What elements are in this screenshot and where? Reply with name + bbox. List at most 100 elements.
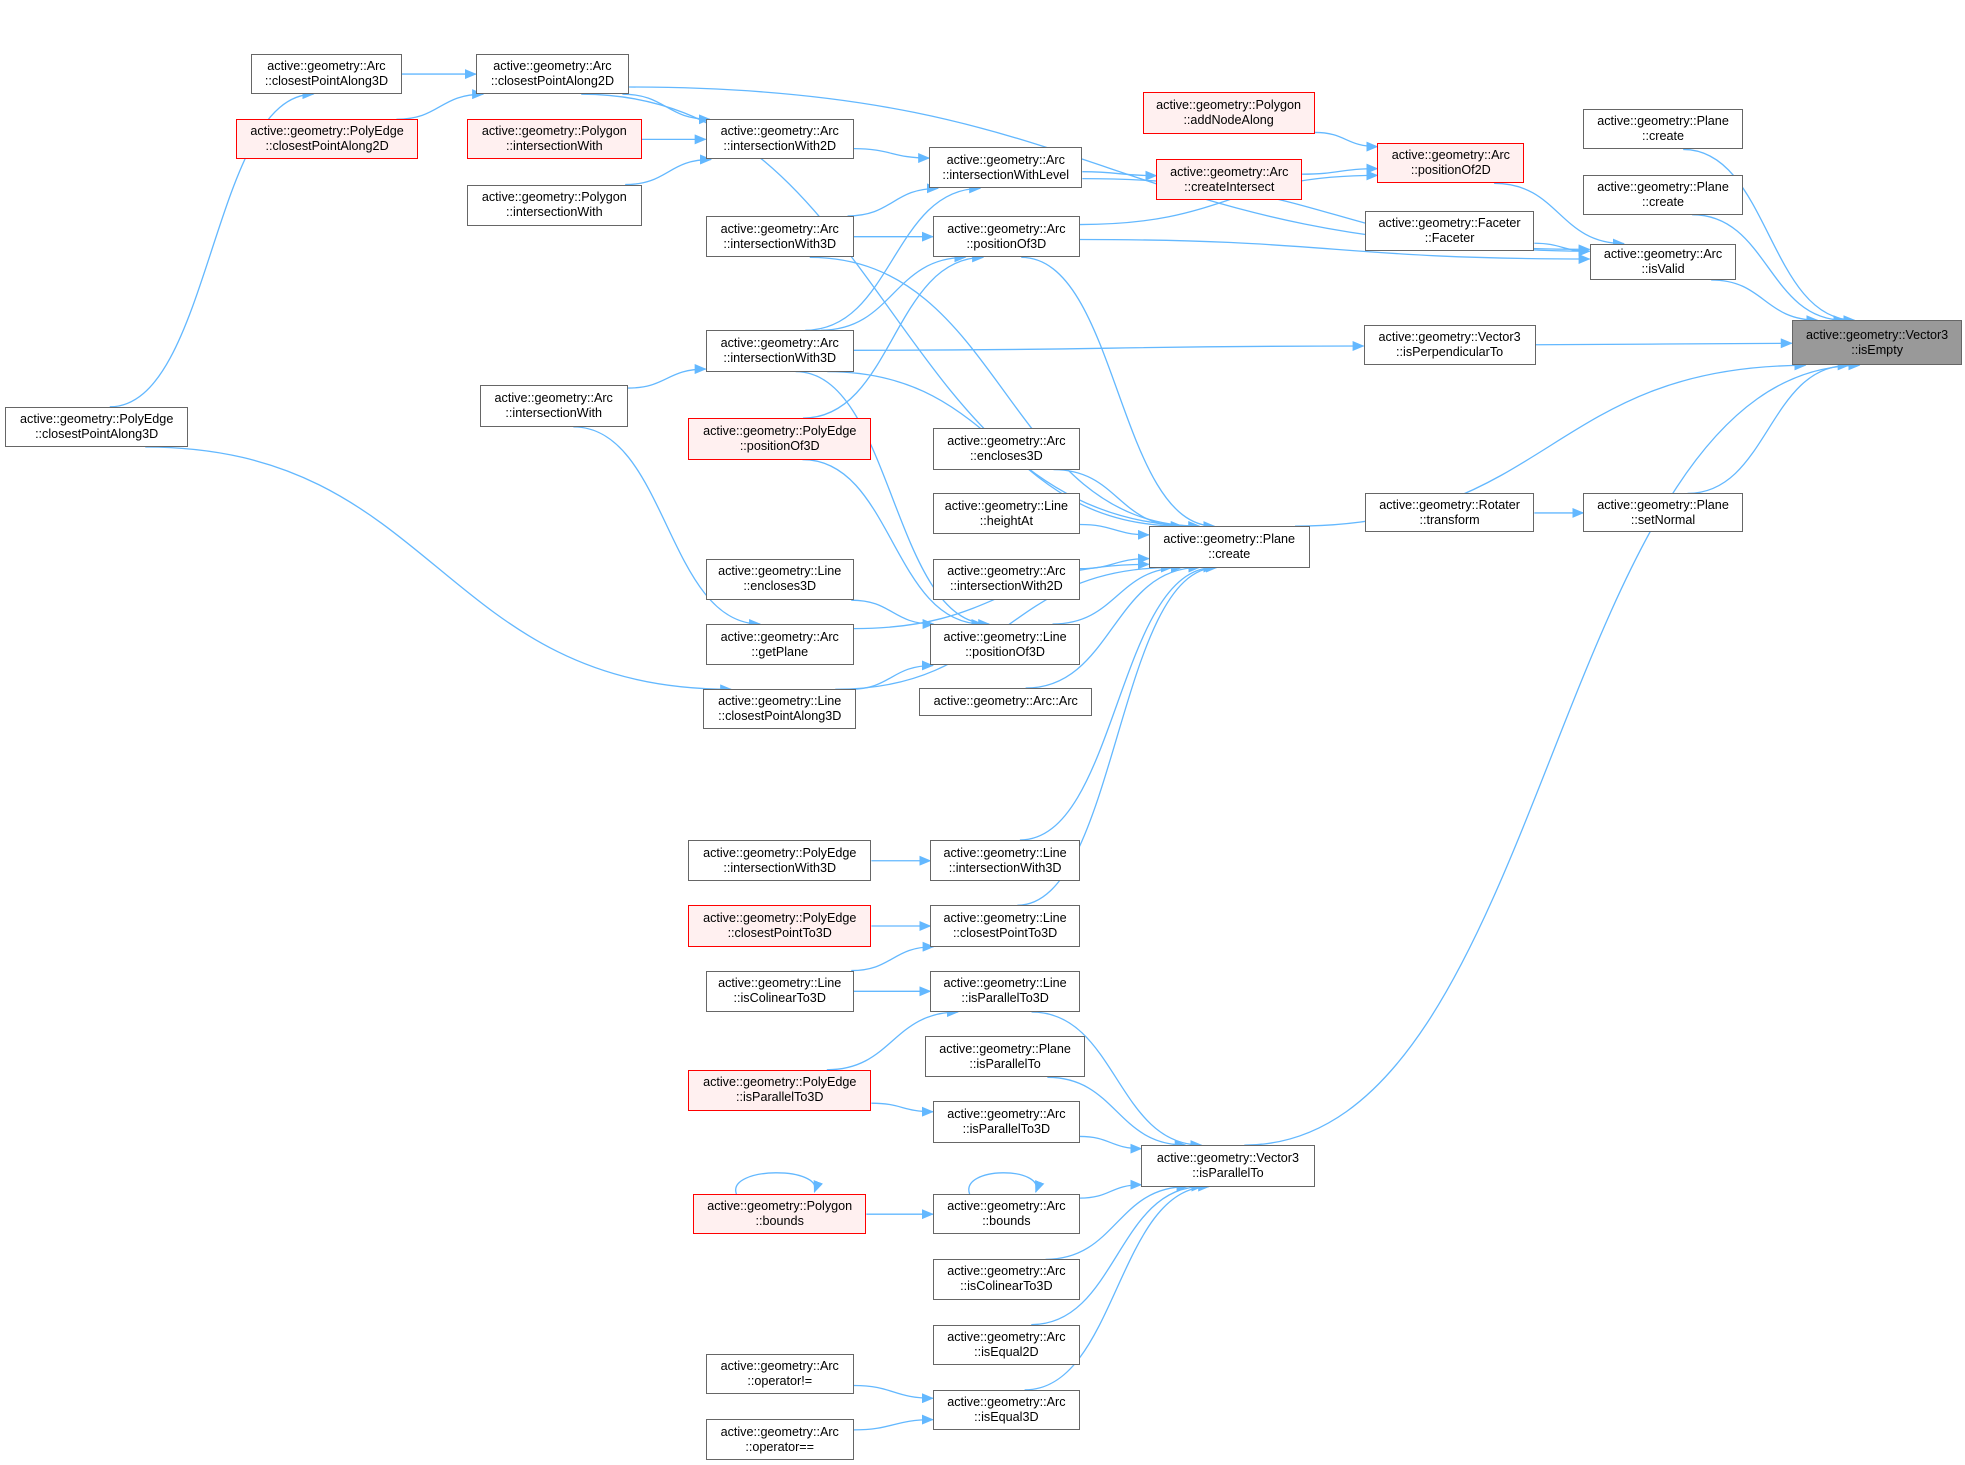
node-label-scope: active::geometry::Vector3 (1806, 327, 1949, 342)
call-edge-n38-to-n42 (1031, 1011, 1203, 1151)
node-label-method: ::setNormal (1630, 512, 1696, 527)
node-label-method: ::positionOf3D (965, 644, 1045, 659)
node-label-method: ::operator!= (747, 1373, 813, 1388)
call-edge-n21-to-n20 (627, 364, 707, 389)
node-label-scope: active::geometry::PolyEdge (250, 124, 404, 139)
function-node-arc-closestpointalong3d[interactable]: active::geometry::Arc::closestPointAlong… (251, 53, 402, 95)
call-edge-n49-to-n47 (853, 1414, 934, 1431)
function-node-polyedge-closestpointalong2d[interactable]: active::geometry::PolyEdge::closestPoint… (236, 119, 419, 160)
function-node-polygon-intersectionwith[interactable]: active::geometry::Polygon::intersectionW… (467, 119, 642, 160)
function-node-faceter-faceter[interactable]: active::geometry::Faceter::Faceter (1364, 210, 1535, 252)
function-node-polyedge-closestpointalong3d[interactable]: active::geometry::PolyEdge::closestPoint… (5, 406, 189, 447)
node-label-method: ::isEqual2D (974, 1344, 1039, 1359)
function-node-plane-create[interactable]: active::geometry::Plane::create (1148, 526, 1310, 568)
call-edge-n43-to-n43 (735, 1172, 823, 1195)
node-label-scope: active::geometry::Line (718, 564, 842, 579)
function-node-polyedge-positionof3d[interactable]: active::geometry::PolyEdge::positionOf3D (688, 418, 872, 460)
function-node-arc-isparallelto3d[interactable]: active::geometry::Arc::isParallelTo3D (932, 1101, 1080, 1143)
function-node-arc-getplane[interactable]: active::geometry::Arc::getPlane (705, 624, 854, 666)
call-edge-n22-to-n14 (109, 89, 315, 408)
function-node-arc-intersectionwith2d[interactable]: active::geometry::Arc::intersectionWith2… (932, 558, 1080, 601)
node-label-scope: active::geometry::Arc (720, 221, 839, 236)
function-node-arc-intersectionwith2d[interactable]: active::geometry::Arc::intersectionWith2… (705, 119, 854, 160)
call-edge-n47-to-n42 (1024, 1181, 1211, 1391)
function-node-arc-operator[interactable]: active::geometry::Arc::operator== (705, 1418, 854, 1461)
function-node-arc[interactable]: active::geometry::Arc::Arc (919, 688, 1093, 716)
function-node-polygon-addnodealong[interactable]: active::geometry::Polygon::addNodeAlong (1142, 91, 1315, 135)
call-edge-n20-to-n11 (805, 183, 982, 331)
call-edge-n40-to-n41 (871, 1102, 934, 1117)
call-edge-n40-to-n38 (826, 1007, 960, 1071)
node-label-method: ::heightAt (979, 513, 1033, 528)
function-node-arc-intersectionwith3d[interactable]: active::geometry::Arc::intersectionWith3… (705, 215, 854, 258)
function-node-polygon-bounds[interactable]: active::geometry::Polygon::bounds (693, 1194, 867, 1235)
function-node-vector3-isperpendicularto[interactable]: active::geometry::Vector3::isPerpendicul… (1363, 325, 1536, 366)
node-label-scope: active::geometry::PolyEdge (703, 910, 857, 925)
function-node-arc-iscolinearto3d[interactable]: active::geometry::Arc::isColinearTo3D (932, 1259, 1080, 1300)
function-node-vector3-isparallelto[interactable]: active::geometry::Vector3::isParallelTo (1141, 1145, 1315, 1187)
call-edge-n12-to-n3 (1079, 238, 1591, 264)
function-node-polyedge-intersectionwith3d[interactable]: active::geometry::PolyEdge::intersection… (688, 839, 872, 882)
function-node-polygon-intersectionwith[interactable]: active::geometry::Polygon::intersectionW… (467, 184, 642, 226)
node-label-method: ::closestPointAlong3D (35, 426, 159, 441)
node-label-scope: active::geometry::Arc (947, 564, 1066, 579)
call-edge-n28-to-n29 (1025, 562, 1201, 689)
node-label-scope: active::geometry::PolyEdge (703, 845, 857, 860)
node-label-method: ::encloses3D (743, 579, 817, 594)
function-node-arc-intersectionwith[interactable]: active::geometry::Arc::intersectionWith (479, 385, 628, 427)
node-label-method: ::Faceter (1424, 231, 1475, 246)
node-label-scope: active::geometry::Arc (1603, 246, 1723, 261)
function-node-arc-intersectionwith3d[interactable]: active::geometry::Arc::intersectionWith3… (705, 330, 854, 372)
function-node-arc-operator[interactable]: active::geometry::Arc::operator!= (705, 1353, 854, 1394)
function-node-plane-create[interactable]: active::geometry::Plane::create (1583, 174, 1743, 215)
node-label-method: ::getPlane (751, 644, 809, 659)
function-node-plane-create[interactable]: active::geometry::Plane::create (1583, 109, 1743, 150)
target-node-vector3-isempty[interactable]: active::geometry::Vector3::isEmpty (1791, 320, 1963, 366)
call-edge-n30-to-n27 (851, 599, 935, 630)
node-label-method: ::operator== (745, 1439, 815, 1454)
function-node-polyedge-closestpointto3d[interactable]: active::geometry::PolyEdge::closestPoint… (688, 905, 872, 947)
function-node-line-closestpointto3d[interactable]: active::geometry::Line::closestPointTo3D (930, 905, 1080, 947)
node-label-method: ::positionOf2D (1410, 163, 1491, 178)
function-node-arc-encloses3d[interactable]: active::geometry::Arc::encloses3D (932, 428, 1080, 470)
node-label-scope: active::geometry::Arc (947, 1329, 1066, 1344)
call-edge-n36-to-n29 (1017, 562, 1218, 906)
call-edge-n12-to-n7 (1079, 170, 1379, 226)
function-node-arc-positionof2d[interactable]: active::geometry::Arc::positionOf2D (1377, 143, 1525, 184)
function-node-arc-intersectionwithlevel[interactable]: active::geometry::Arc::intersectionWithL… (929, 146, 1083, 189)
node-label-method: ::isColinearTo3D (733, 991, 826, 1006)
function-node-polyedge-isparallelto3d[interactable]: active::geometry::PolyEdge::isParallelTo… (688, 1069, 872, 1112)
function-node-arc-bounds[interactable]: active::geometry::Arc::bounds (932, 1194, 1080, 1235)
function-node-line-iscolinearto3d[interactable]: active::geometry::Line::isColinearTo3D (705, 970, 854, 1012)
node-label-method: ::closestPointTo3D (952, 925, 1058, 940)
function-node-arc-isvalid[interactable]: active::geometry::Arc::isValid (1589, 243, 1737, 280)
function-node-line-intersectionwith3d[interactable]: active::geometry::Line::intersectionWith… (930, 839, 1080, 882)
function-node-plane-isparallelto[interactable]: active::geometry::Plane::isParallelTo (925, 1035, 1085, 1078)
function-node-rotater-transform[interactable]: active::geometry::Rotater::transform (1364, 493, 1535, 533)
function-node-line-positionof3d[interactable]: active::geometry::Line::positionOf3D (930, 624, 1080, 666)
function-node-arc-createintersect[interactable]: active::geometry::Arc::createIntersect (1156, 159, 1303, 200)
function-node-arc-closestpointalong2d[interactable]: active::geometry::Arc::closestPointAlong… (475, 53, 630, 95)
node-label-scope: active::geometry::Arc (947, 1395, 1066, 1410)
function-node-line-encloses3d[interactable]: active::geometry::Line::encloses3D (705, 558, 854, 601)
call-edge-n18-to-n11 (853, 147, 931, 164)
node-label-method: ::intersectionWith3D (723, 236, 837, 251)
call-edge-n17-to-n18 (625, 154, 713, 186)
node-label-method: ::transform (1419, 512, 1480, 527)
function-node-arc-isequal2d[interactable]: active::geometry::Arc::isEqual2D (932, 1324, 1080, 1365)
function-node-line-isparallelto3d[interactable]: active::geometry::Line::isParallelTo3D (930, 970, 1080, 1012)
node-label-method: ::isParallelTo3D (735, 1090, 824, 1105)
function-node-line-heightat[interactable]: active::geometry::Line::heightAt (932, 493, 1080, 534)
node-label-scope: active::geometry::Vector3 (1378, 330, 1521, 345)
node-label-scope: active::geometry::Line (718, 694, 842, 709)
function-node-arc-isequal3d[interactable]: active::geometry::Arc::isEqual3D (932, 1389, 1080, 1431)
node-label-method: ::isParallelTo (1192, 1165, 1264, 1180)
function-node-line-closestpointalong3d[interactable]: active::geometry::Line::closestPointAlon… (703, 689, 857, 730)
node-label-scope: active::geometry::Polygon (707, 1199, 853, 1214)
node-label-method: ::intersectionWith (506, 205, 603, 220)
call-edge-n41-to-n42 (1079, 1135, 1143, 1154)
node-label-method: ::isColinearTo3D (960, 1279, 1053, 1294)
node-label-scope: active::geometry::Line (943, 845, 1067, 860)
function-node-arc-positionof3d[interactable]: active::geometry::Arc::positionOf3D (932, 215, 1080, 258)
function-node-plane-setnormal[interactable]: active::geometry::Plane::setNormal (1583, 493, 1743, 533)
